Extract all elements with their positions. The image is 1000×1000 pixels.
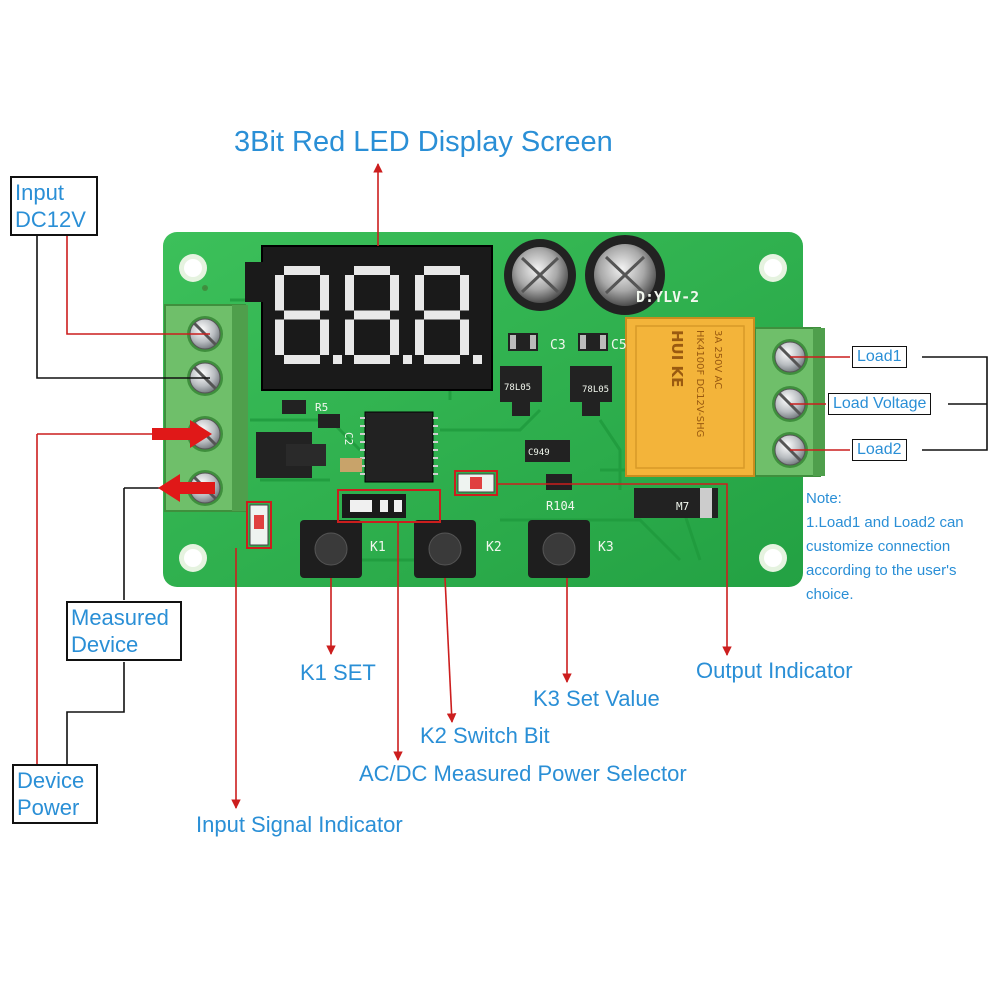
jumper-highlight (337, 489, 441, 523)
led-decimal-point-3 (473, 355, 482, 364)
transistor-label: C949 (528, 448, 550, 458)
silk-c3: C3 (550, 338, 566, 353)
led-decimal-point-1 (333, 355, 342, 364)
relay: HUI KE HK4100F DC12V-SHG 3A 250V AC (625, 317, 755, 477)
silk-c5: C5 (611, 338, 627, 353)
regulator-label-left: 78L05 (504, 383, 531, 393)
callout-k3-set-value: K3 Set Value (533, 686, 660, 711)
model-label: D:YLV-2 (636, 288, 699, 306)
note-line-3: according to the user's (806, 562, 957, 579)
power-label-line1: Device (17, 768, 85, 793)
push-button-k1[interactable] (300, 520, 362, 578)
push-button-k3[interactable] (528, 520, 590, 578)
note-title: Note: (806, 490, 842, 507)
led-digit-2 (345, 266, 412, 364)
note-line-1: 1.Load1 and Load2 can (806, 514, 964, 531)
input-label-line2: DC12V (15, 207, 86, 232)
note-line-4: choice. (806, 586, 854, 603)
measured-label-line1: Measured (71, 605, 169, 630)
relay-model: HK4100F DC12V-SHG (694, 330, 705, 437)
device-power-label: Device Power (12, 764, 98, 824)
input-label-line1: Input (15, 180, 64, 205)
power-label-line2: Power (17, 795, 80, 820)
silk-k3: K3 (598, 540, 614, 555)
led-digit-1 (275, 266, 342, 364)
input-terminal-block (164, 284, 248, 512)
led-digit-3 (415, 266, 482, 364)
load2-label: Load2 (852, 439, 907, 461)
note-line-2: customize connection (806, 538, 951, 555)
relay-brand: HUI KE (668, 330, 686, 387)
callout-input-signal-indicator: Input Signal Indicator (196, 812, 403, 837)
input-dc12v-label: Input DC12V (10, 176, 98, 236)
callout-output-indicator: Output Indicator (696, 658, 853, 683)
led-display (245, 245, 493, 391)
load1-label: Load1 (852, 346, 907, 368)
measured-device-label: Measured Device (66, 601, 182, 661)
input-led-highlight (246, 501, 272, 549)
pointer-lines (231, 163, 732, 809)
output-led-highlight (454, 470, 498, 496)
note-block: Note: 1.Load1 and Load2 can customize co… (806, 487, 996, 607)
wiring-lines (36, 236, 988, 764)
relay-rating: 3A 250V AC (712, 330, 723, 389)
load-voltage-label: Load Voltage (828, 393, 932, 415)
input-terminal-spacer (201, 284, 209, 292)
callout-k1-set: K1 SET (300, 660, 376, 685)
mounting-holes (179, 254, 787, 572)
silk-k1: K1 (370, 540, 386, 555)
push-button-k2[interactable] (414, 520, 476, 578)
load-terminal-block (754, 327, 825, 477)
regulator-label: 78L05 (582, 385, 609, 395)
callout-display-screen: 3Bit Red LED Display Screen (234, 126, 613, 158)
small-components: 78L05 C949 M7 D:YLV-2 C3 C5 R5 C2 R104 (249, 288, 718, 555)
diode-label: M7 (676, 500, 689, 513)
silk-r104: R104 (546, 499, 575, 513)
silk-r5: R5 (315, 401, 328, 414)
callout-k2-switch-bit: K2 Switch Bit (420, 723, 550, 748)
measured-label-line2: Device (71, 632, 139, 657)
led-decimal-point-2 (403, 355, 412, 364)
silk-c2: C2 (342, 432, 355, 445)
input-arrows (152, 420, 215, 502)
electrolytic-capacitors (504, 235, 665, 315)
silk-k2: K2 (486, 540, 502, 555)
callout-acdc-selector: AC/DC Measured Power Selector (359, 761, 687, 786)
